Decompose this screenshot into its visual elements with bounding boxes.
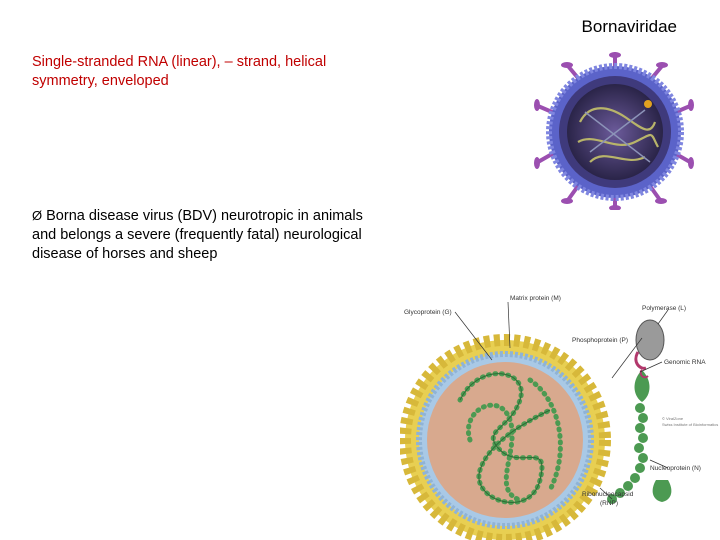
- watermark-line-2: Swiss Institute of Bioinformatics: [662, 422, 718, 427]
- label-rnp-abbr: (RNP): [600, 500, 618, 507]
- label-ribonucleocapsid: Ribonucleocapsid: [582, 491, 634, 498]
- label-matrix-protein: Matrix protein (M): [510, 295, 561, 302]
- label-phosphoprotein: Phosphoprotein (P): [572, 337, 628, 344]
- bullet-arrow-icon: Ø: [32, 208, 43, 223]
- label-nucleoprotein: Nucleoprotein (N): [650, 465, 701, 472]
- label-glycoprotein: Glycoprotein (G): [404, 309, 452, 316]
- label-polymerase: Polymerase (L): [642, 305, 686, 312]
- virion-schematic-diagram: Glycoprotein (G) Matrix protein (M) Poly…: [400, 295, 718, 540]
- watermark-line-1: © ViralZone: [662, 416, 684, 421]
- slide-title: Bornaviridae: [581, 17, 677, 36]
- intro-text: Single-stranded RNA (linear), – strand, …: [32, 54, 327, 89]
- bullet-text: Borna disease virus (BDV) neurotropic in…: [32, 208, 363, 262]
- virion-illustration: [534, 52, 694, 210]
- label-genomic-rna: Genomic RNA: [664, 359, 706, 366]
